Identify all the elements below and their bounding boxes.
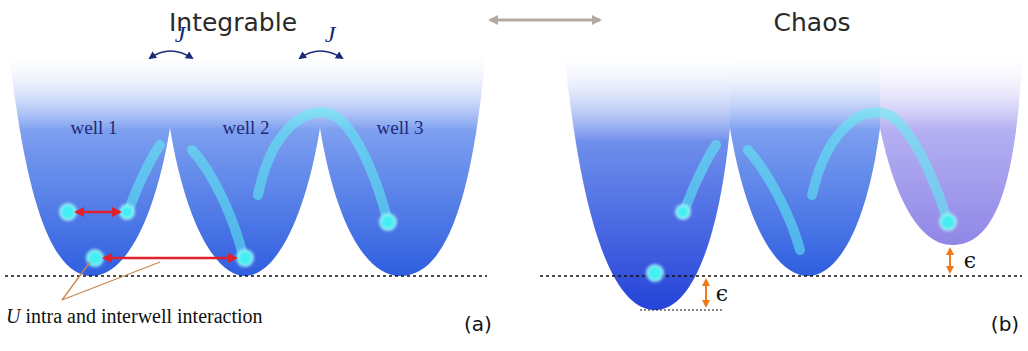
panel-letter: (b) — [991, 312, 1019, 336]
panel-title: Chaos — [774, 8, 851, 37]
tunneling-label: J — [325, 21, 336, 48]
well-label: well 2 — [223, 117, 270, 139]
offset-label: ϵ — [716, 281, 728, 306]
tunneling-label: J — [175, 21, 186, 48]
well-label: well 1 — [71, 117, 118, 139]
offset-label: ϵ — [964, 248, 976, 273]
panel-letter: (a) — [464, 312, 492, 336]
interaction-note: U intra and interwell interaction — [6, 305, 263, 328]
panel-title: Integrable — [169, 8, 297, 37]
well-label: well 3 — [377, 117, 424, 139]
